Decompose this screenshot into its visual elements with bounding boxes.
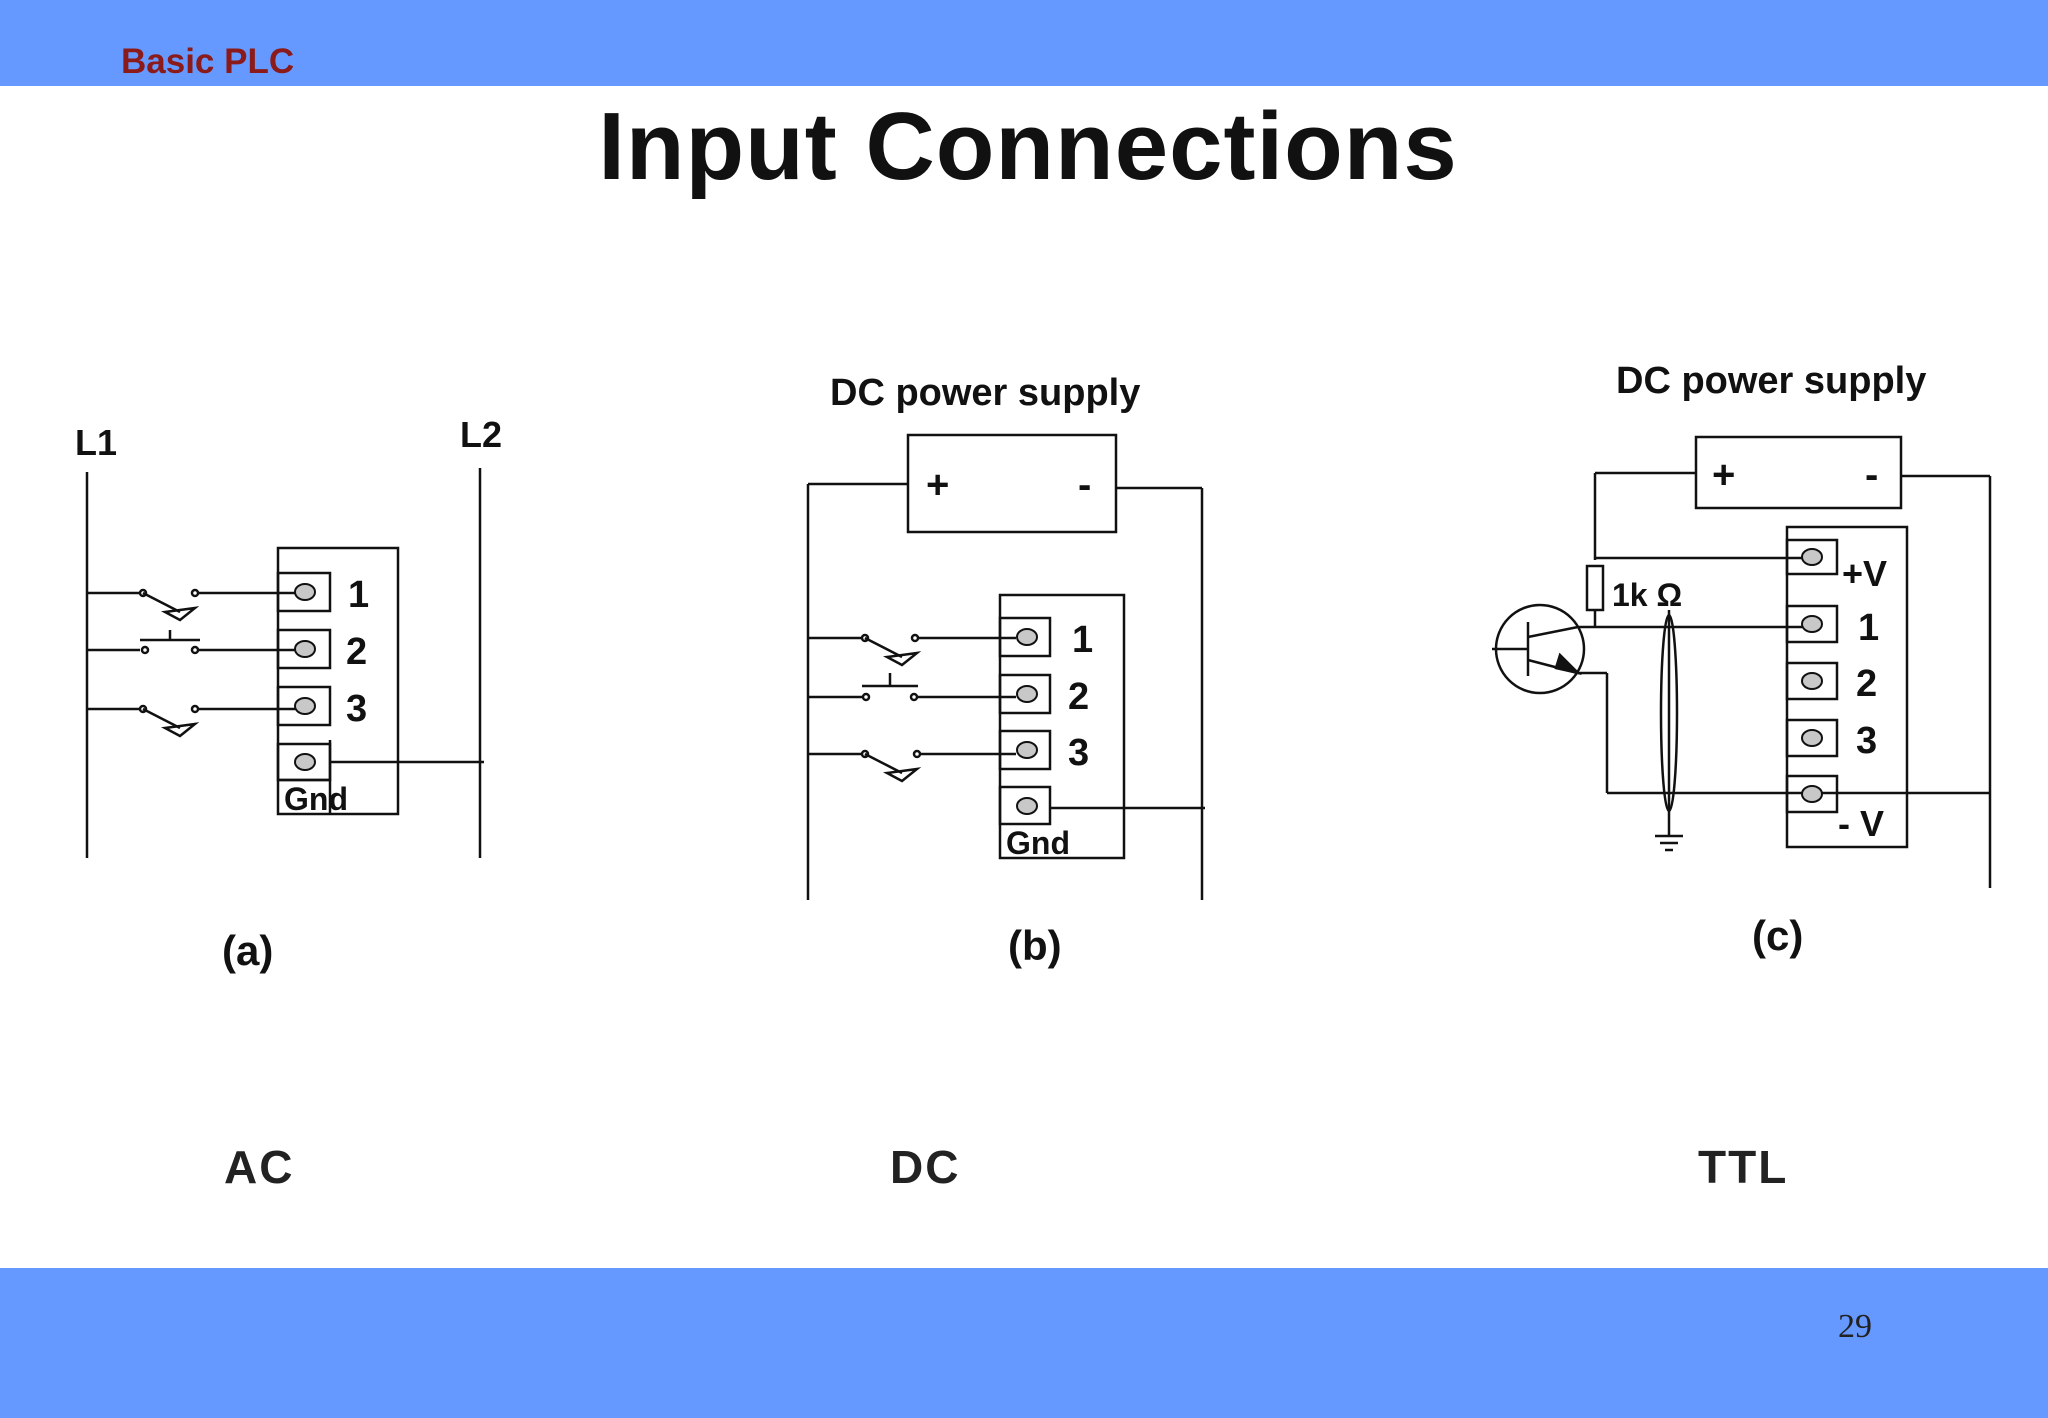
l2-label: L2: [460, 414, 502, 455]
panel-b-terminal-gnd: [998, 785, 1052, 826]
panel-b-caption: (b): [1008, 922, 1062, 969]
panel-c-ttl-circuit: [1492, 435, 1992, 888]
panel-c-terminal-3-label: 3: [1856, 720, 1877, 762]
mode-label-dc: DC: [890, 1141, 961, 1193]
panel-a-caption: (a): [222, 927, 273, 974]
page-number: 29: [1838, 1308, 1872, 1345]
panel-b-dc-circuit: [806, 433, 1205, 900]
panel-c-plus-sign: +: [1712, 453, 1735, 497]
resistor-symbol: [1585, 564, 1605, 612]
panel-b-supply-label: DC power supply: [830, 372, 1140, 414]
panel-b-input-module: [998, 593, 1126, 860]
panel-c-minus-sign: -: [1865, 453, 1878, 497]
slide-title-text: Input Connections: [598, 93, 1458, 200]
mode-label-ac: AC: [224, 1141, 295, 1193]
panel-b-terminal-2-label: 2: [1068, 676, 1089, 718]
mode-label-ttl: TTL: [1698, 1141, 1789, 1193]
panel-b-terminal-2: [998, 673, 1052, 715]
panel-c-terminal-2-label: 2: [1856, 663, 1877, 705]
panel-a-gnd-label: Gnd: [284, 781, 348, 817]
panel-b-terminal-1-label: 1: [1072, 619, 1093, 661]
panel-c-terminal-vplus: [1785, 538, 1839, 576]
panel-a-terminal-3-label: 3: [346, 688, 367, 730]
panel-b-plus-sign: +: [926, 463, 949, 507]
panel-c-supply-label: DC power supply: [1616, 360, 1926, 402]
panel-b-gnd-label: Gnd: [1006, 825, 1070, 861]
panel-c-terminal-2: [1785, 661, 1839, 701]
panel-b-terminal-3: [998, 729, 1052, 771]
panel-c-caption: (c): [1752, 912, 1803, 959]
panel-a-ac-circuit: [85, 468, 484, 858]
panel-b-terminal-3-label: 3: [1068, 732, 1089, 774]
slide-title: Input Connections: [0, 92, 2048, 202]
panel-a-terminal-2-label: 2: [346, 631, 367, 673]
footer-band: [0, 1268, 2048, 1418]
panel-a-input-module: [276, 546, 400, 816]
panel-c-terminal-1: [1785, 604, 1839, 644]
panel-c-vminus-label: - V: [1838, 803, 1884, 844]
resistor-value-label: 1k Ω: [1612, 577, 1682, 613]
panel-c-terminal-1-label: 1: [1858, 607, 1879, 649]
panel-c-terminal-3: [1785, 718, 1839, 758]
header-band: [0, 0, 2048, 86]
panel-b-minus-sign: -: [1078, 463, 1091, 507]
l1-label: L1: [75, 422, 117, 463]
panel-a-terminal-3: [276, 685, 332, 727]
panel-c-vplus-label: +V: [1842, 553, 1887, 594]
course-label: Basic PLC: [121, 42, 295, 81]
panel-a-terminal-1-label: 1: [348, 574, 369, 616]
